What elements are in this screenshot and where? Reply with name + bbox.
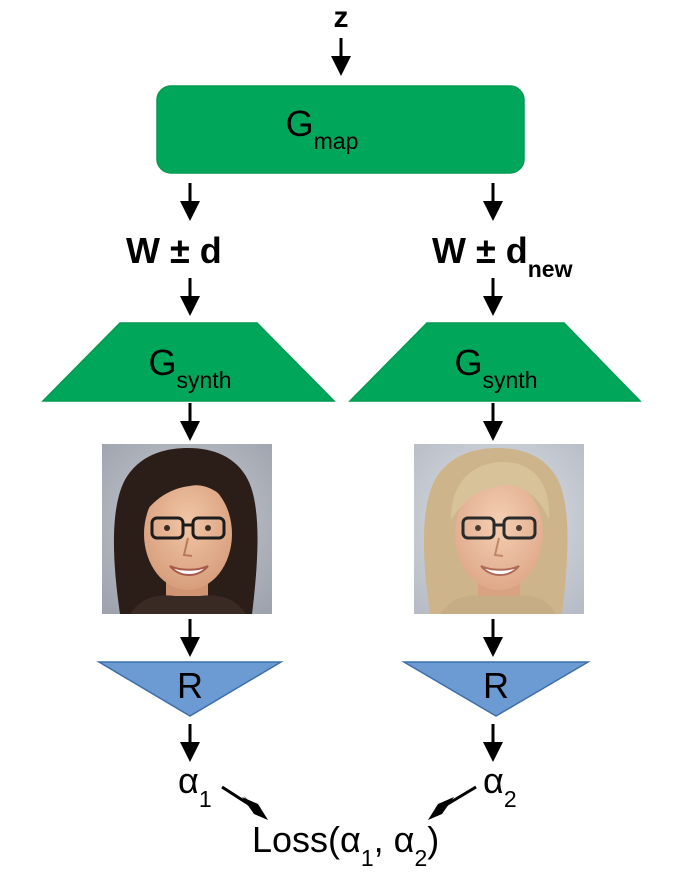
- arrow-right-image-to-regressor: [483, 619, 503, 657]
- left-regressor: [96, 661, 284, 717]
- svg-text:Gsynth: Gsynth: [149, 342, 232, 393]
- right-synthesis-network: [348, 322, 642, 402]
- mapping-network-subscript: map: [314, 128, 359, 154]
- arrow-right-synth-to-image: [483, 403, 503, 441]
- arrow-alpha-2-to-loss: [428, 785, 477, 820]
- alpha-1-subscript: 1: [199, 786, 212, 812]
- alpha-2-label: α: [483, 760, 504, 801]
- arrow-left-image-to-regressor: [180, 619, 200, 657]
- svg-text:α1: α1: [178, 760, 212, 812]
- left-synthesis-network: [41, 322, 336, 402]
- right-regressor: [401, 661, 591, 717]
- loss-separator: , α: [374, 819, 415, 860]
- left-latent-label: W ± d: [126, 230, 222, 271]
- right-generated-face-image: [414, 444, 584, 614]
- loss-sub-1: 1: [361, 845, 374, 871]
- svg-text:Gsynth: Gsynth: [455, 342, 538, 393]
- mapping-network-box: [156, 85, 525, 174]
- left-regressor-label: R: [177, 665, 203, 706]
- left-generated-face-image: [102, 444, 272, 614]
- loss-suffix: ): [427, 819, 439, 860]
- arrow-left-regressor-to-alpha: [180, 724, 200, 762]
- svg-text:Gmap: Gmap: [286, 103, 359, 154]
- loss-prefix: Loss(α: [252, 819, 361, 860]
- left-synthesis-subscript: synth: [177, 367, 232, 393]
- arrow-gmap-to-right-latent: [483, 183, 503, 221]
- arrow-right-latent-to-synth: [483, 278, 503, 316]
- right-latent-subscript: new: [528, 256, 573, 282]
- alpha-2-subscript: 2: [504, 786, 517, 812]
- svg-text:W ± dnew: W ± dnew: [432, 230, 573, 282]
- arrow-left-synth-to-image: [180, 403, 200, 441]
- left-synthesis-label: G: [149, 342, 177, 383]
- right-synthesis-label: G: [455, 342, 483, 383]
- right-synthesis-subscript: synth: [483, 367, 538, 393]
- right-regressor-label: R: [483, 665, 509, 706]
- svg-text:α2: α2: [483, 760, 517, 812]
- arrow-alpha-1-to-loss: [221, 785, 268, 820]
- arrow-right-regressor-to-alpha: [483, 724, 503, 762]
- arrow-left-latent-to-synth: [180, 278, 200, 316]
- arrow-z-to-gmap: [331, 38, 351, 76]
- loss-sub-2: 2: [414, 845, 427, 871]
- alpha-1-label: α: [178, 760, 199, 801]
- svg-text:Loss(α1, α2): Loss(α1, α2): [252, 819, 439, 871]
- right-latent-label: W ± d: [432, 230, 528, 271]
- input-z-label: z: [334, 1, 349, 34]
- arrow-gmap-to-left-latent: [180, 183, 200, 221]
- mapping-network-label: G: [286, 103, 314, 144]
